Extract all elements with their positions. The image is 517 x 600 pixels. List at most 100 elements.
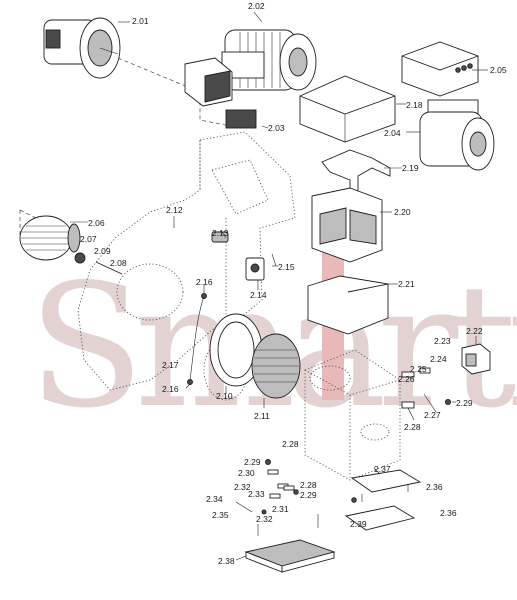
nut-2-39 — [351, 497, 357, 503]
rod-2-27 — [423, 393, 437, 413]
lower-box — [304, 349, 401, 481]
controller-top-edge — [401, 55, 479, 71]
guide-impeller — [19, 209, 71, 236]
washer-2-29c — [293, 489, 299, 495]
fitting-2-26 — [401, 371, 415, 378]
impeller-2-06 — [19, 215, 81, 261]
enclosure-panel — [319, 207, 347, 245]
bracket-frame — [321, 149, 391, 199]
nut-2-32b — [261, 509, 267, 515]
label-2-13: 2.13 — [212, 228, 229, 238]
label-2-17: 2.17 — [162, 360, 179, 370]
label-2-15: 2.15 — [278, 262, 295, 272]
fitting-2-33 — [269, 493, 281, 499]
cable-clip-top — [201, 293, 207, 299]
bracket-2-19 — [321, 149, 391, 199]
label-2-29-right: 2.29 — [456, 398, 473, 408]
washer-2-29a — [265, 459, 271, 465]
lower-box-hole — [309, 365, 351, 391]
fitting-2-25 — [419, 367, 431, 374]
indicator-3 — [467, 63, 473, 69]
label-2-34: 2.34 — [206, 494, 223, 504]
enclosure-2-20 — [311, 187, 383, 263]
label-2-07: 2.07 — [80, 234, 97, 244]
label-2-14: 2.14 — [250, 290, 267, 300]
fittings-right — [401, 367, 452, 413]
label-2-23: 2.23 — [434, 336, 451, 346]
cable-2-17 — [189, 295, 205, 381]
label-2-12: 2.12 — [166, 205, 183, 215]
label-2-27: 2.27 — [424, 410, 441, 420]
box-side — [204, 70, 231, 103]
label-2-29-low: 2.29 — [300, 490, 317, 500]
part-labels: 2.01 2.02 2.03 2.04 2.05 2.06 2.07 2.08 … — [80, 1, 507, 566]
fitting-2-30 — [267, 469, 279, 475]
grille-2-11 — [251, 333, 301, 399]
label-2-29-left: 2.29 — [244, 457, 261, 467]
washer-2-29 — [444, 398, 452, 406]
lower-box-port — [360, 423, 390, 441]
label-2-36-lower: 2.36 — [440, 508, 457, 518]
label-2-04: 2.04 — [384, 128, 401, 138]
label-2-10: 2.10 — [216, 391, 233, 401]
fitting-2-28c — [283, 485, 295, 491]
indicator-1 — [455, 67, 461, 73]
label-2-28-mid: 2.28 — [282, 439, 299, 449]
hood-2-21 — [307, 275, 389, 335]
assembly-guides — [19, 57, 241, 238]
cover-2-18 — [299, 75, 396, 143]
label-2-02: 2.02 — [248, 1, 265, 11]
lower-box-outline — [304, 349, 401, 481]
plate-lower — [344, 505, 416, 531]
label-2-26: 2.26 — [398, 374, 415, 384]
cable-clip-bottom — [187, 379, 193, 385]
actuator-face — [465, 353, 477, 367]
impeller-blades — [21, 225, 71, 251]
housing-top-face — [211, 159, 269, 215]
impeller-backplate — [67, 223, 81, 253]
label-2-30: 2.30 — [238, 468, 255, 478]
label-2-16-top: 2.16 — [196, 277, 213, 287]
hub-nut-2-07 — [74, 252, 86, 264]
plates-2-36 — [344, 469, 422, 531]
controller-2-05 — [401, 41, 479, 97]
label-2-03: 2.03 — [268, 123, 285, 133]
motor-hub — [469, 131, 487, 157]
label-2-18: 2.18 — [406, 100, 423, 110]
actuator-2-22 — [461, 343, 491, 375]
leader-lines — [70, 11, 488, 561]
terminal-block — [225, 109, 257, 129]
hood-edge — [347, 283, 389, 293]
label-2-21: 2.21 — [398, 279, 415, 289]
housing-outline — [77, 131, 296, 391]
motor-2-04 — [419, 99, 495, 171]
inlet-ring-2-10 — [209, 313, 263, 387]
label-2-09: 2.09 — [94, 246, 111, 256]
label-2-16-bottom: 2.16 — [162, 384, 179, 394]
connection-box-2-03 — [184, 57, 257, 129]
label-2-25: 2.25 — [410, 364, 427, 374]
bolt-2-08 — [95, 261, 123, 275]
label-2-31: 2.31 — [272, 504, 289, 514]
grille-mesh — [253, 349, 299, 383]
grille-side — [281, 551, 335, 573]
label-2-38: 2.38 — [218, 556, 235, 566]
enclosure-outline — [311, 187, 383, 263]
sensor-lens — [250, 263, 260, 273]
motor-shaft — [99, 47, 119, 55]
enclosure-panel-2 — [349, 209, 377, 245]
label-2-20: 2.20 — [394, 207, 411, 217]
label-2-05: 2.05 — [490, 65, 507, 75]
indicator-2 — [461, 65, 467, 71]
label-2-08: 2.08 — [110, 258, 127, 268]
hood-body — [307, 275, 389, 335]
motor-hub — [288, 47, 308, 77]
label-2-33: 2.33 — [248, 489, 265, 499]
motor-2-02 — [221, 29, 317, 91]
screw-2-34 — [235, 501, 253, 513]
plate-upper — [350, 469, 422, 493]
label-2-01: 2.01 — [132, 16, 149, 26]
guide-motor-2-01 — [117, 57, 241, 129]
base-grille-2-38 — [244, 514, 336, 573]
